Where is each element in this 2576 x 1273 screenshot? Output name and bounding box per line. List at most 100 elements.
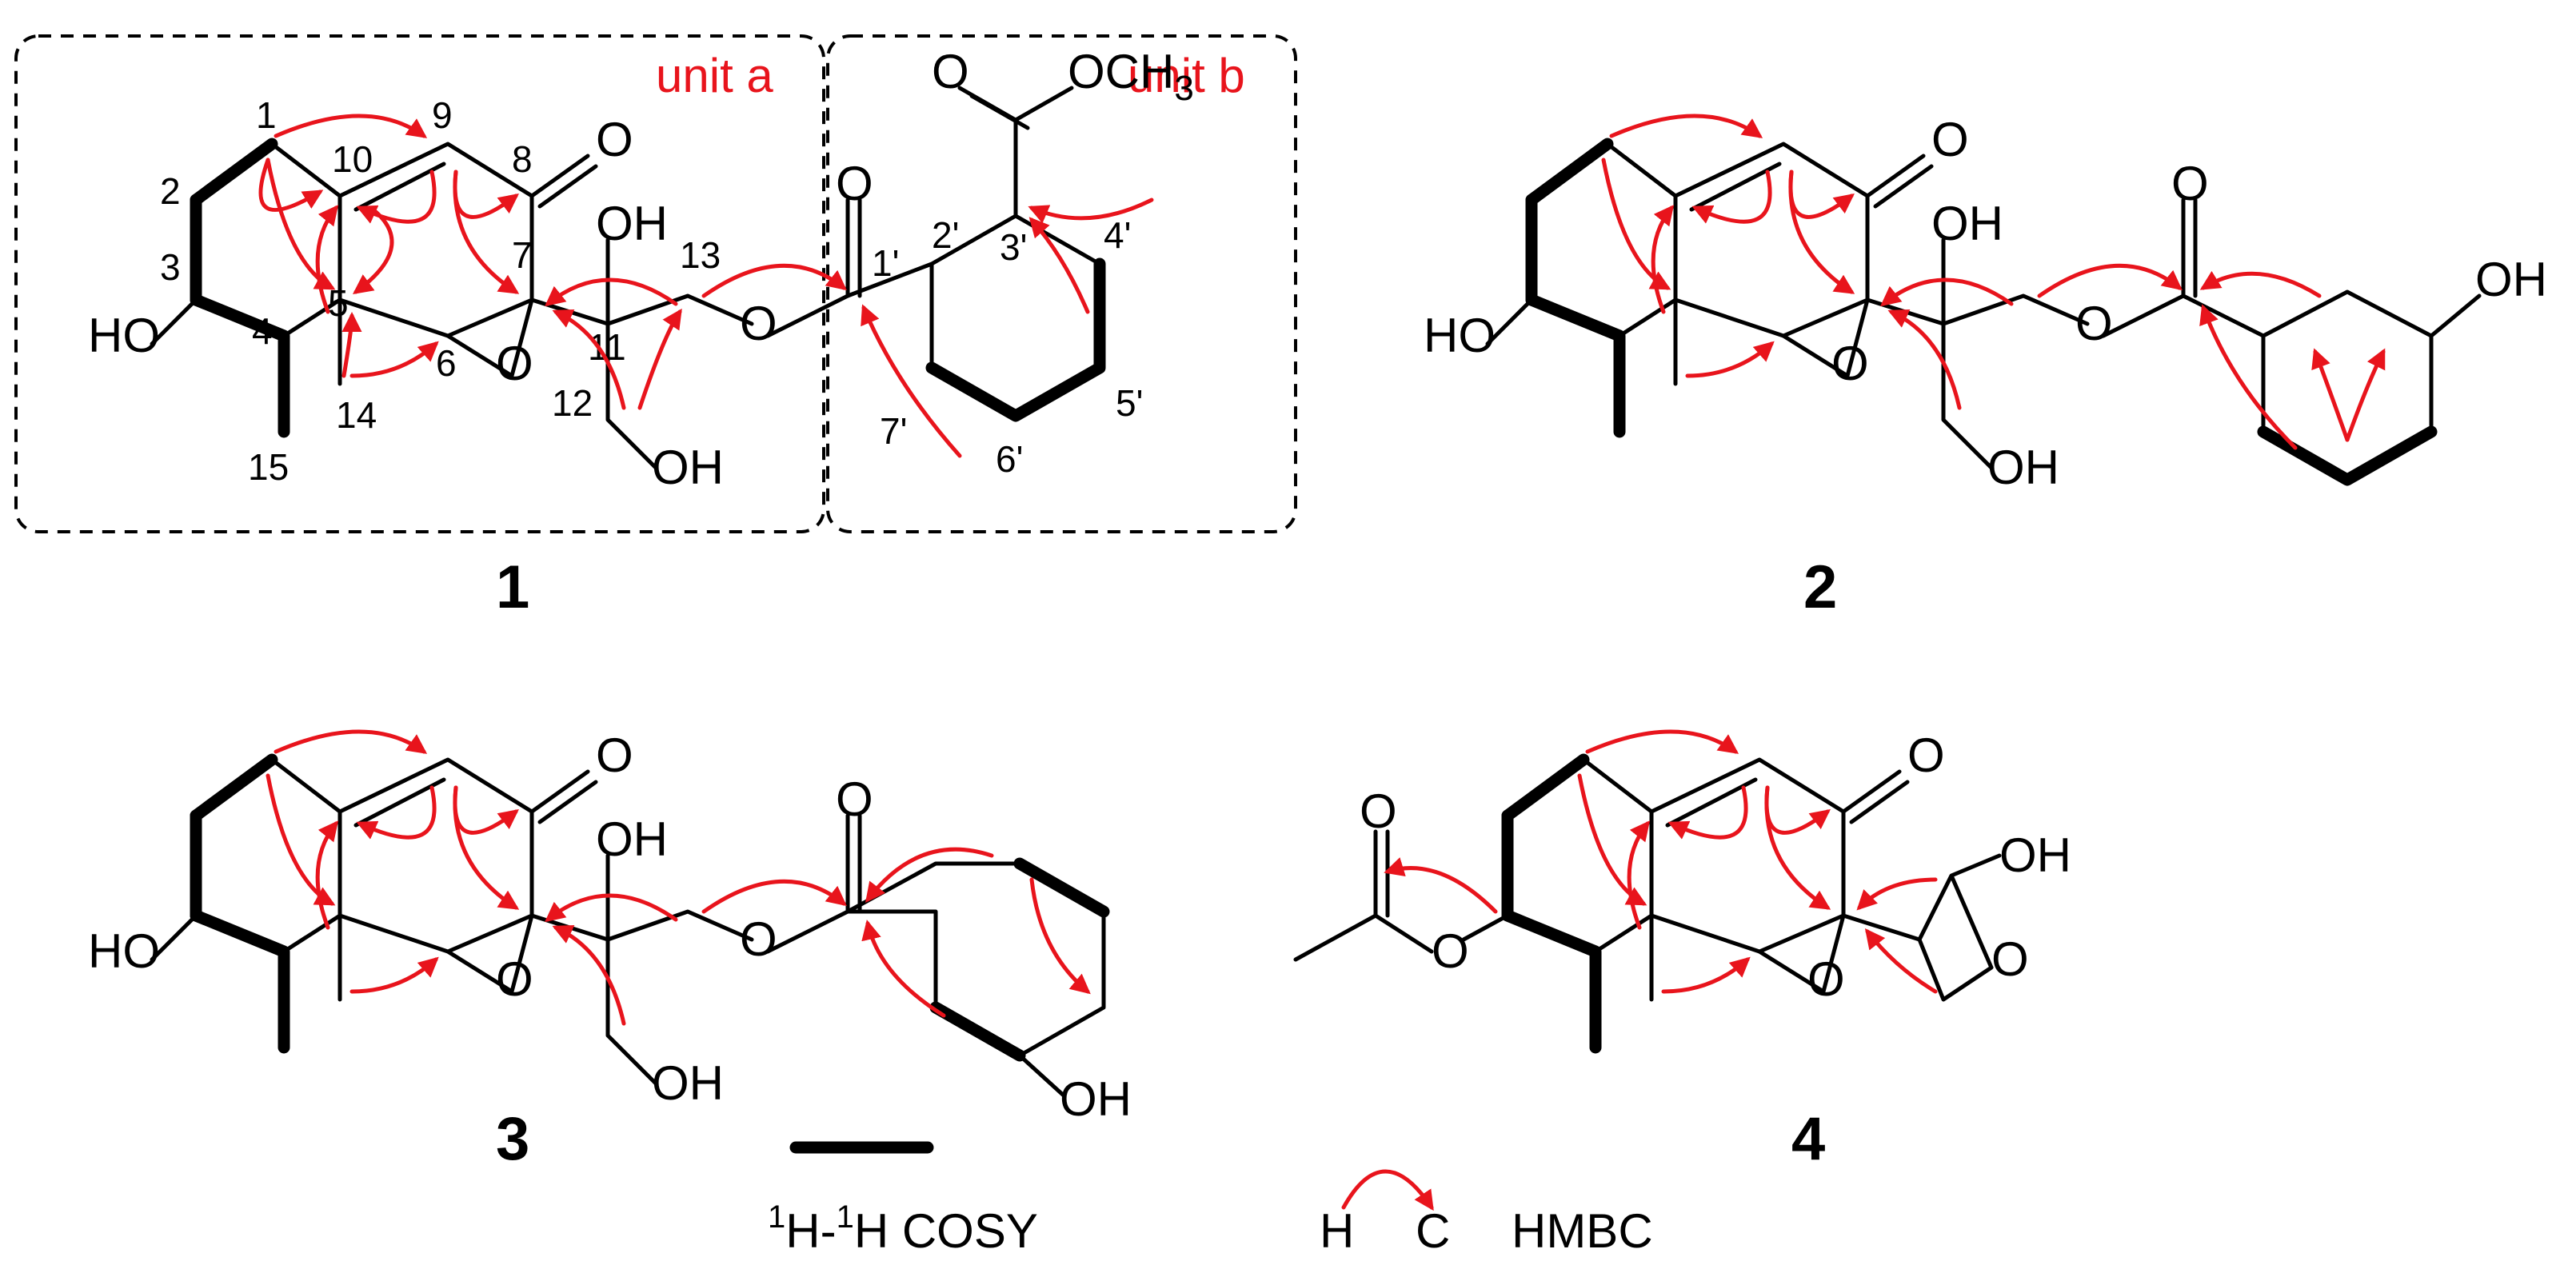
num-7p: 7' (880, 410, 907, 452)
num-10: 10 (332, 138, 373, 180)
atom-ho-3: HO (88, 924, 160, 978)
num-6p: 6' (996, 438, 1023, 480)
ring-b-bonds-3 (337, 757, 534, 954)
atom-o-4b: O (1807, 952, 1845, 1006)
side-chain (529, 293, 754, 326)
legend-hmbc: HMBC (1512, 1204, 1653, 1258)
atom-o-ester: O (740, 297, 777, 350)
unit-a-box (14, 34, 825, 533)
phenyl-2 (2181, 289, 2482, 482)
atom-oh-3a: OH (596, 812, 668, 866)
hmbc-arrows-3 (266, 729, 1091, 1026)
epoxide-6-7 (445, 297, 534, 378)
compound-3-label: 3 (496, 1105, 529, 1173)
atom-o-3a: O (596, 728, 633, 782)
atom-o-3b: O (496, 952, 533, 1006)
legend-c: C (1416, 1204, 1450, 1258)
bond-c3-oh (150, 297, 198, 346)
atom-o-4a: O (1907, 728, 1945, 782)
hmbc-arrows-1 (258, 114, 1154, 458)
legend: 1H-1H COSY H C HMBC (768, 1141, 1653, 1258)
unit-b-label: unit b (1128, 49, 1245, 102)
atom-oh-2a: OH (1931, 197, 2003, 250)
cosy-aromatic (925, 257, 1106, 422)
num-1: 1 (256, 94, 277, 136)
cosy-bond-1-2 (190, 138, 278, 206)
atom-oh-2b: OH (1987, 441, 2059, 494)
carbonyl-8 (529, 154, 590, 198)
methyl-ester (957, 86, 1074, 218)
num-12: 12 (552, 382, 593, 424)
cosy-bond-3-4-15 (190, 293, 290, 438)
num-6: 6 (436, 342, 457, 384)
atom-oh-2c: OH (2475, 253, 2547, 306)
unit-b-box (826, 34, 1297, 533)
double-bonds-2 (1689, 154, 1934, 212)
ring-b-bonds (337, 142, 534, 338)
acetate-4 (1293, 829, 1434, 962)
phenyl-3 (845, 861, 1106, 1098)
compound-1: unit a unit b O O OH OH HO O O O OCH3 (14, 34, 1297, 621)
atom-oh-3b: OH (652, 1056, 724, 1110)
legend-hmbc-arrow (1341, 1169, 1434, 1211)
hmbc-arrows-2 (1601, 114, 2386, 450)
num-7: 7 (512, 234, 533, 276)
cosy-aromatic-3 (929, 857, 1110, 1062)
double-bond-9-10 (353, 162, 446, 212)
cosy-4a (1501, 753, 1590, 822)
ring-b-bonds-4 (1649, 757, 1846, 954)
legend-cosy-label: 1H-1H COSY (768, 1199, 1038, 1258)
atom-o-4d: O (1360, 784, 1397, 838)
compound-1-label: 1 (496, 553, 529, 621)
atom-o-carbonyl: O (596, 113, 633, 166)
atom-ho-2: HO (1424, 309, 1496, 362)
hmbc-arrows-4 (1384, 729, 1938, 994)
cosy-2a (1525, 138, 1614, 206)
misc-bonds-3 (150, 913, 534, 1002)
num-3: 3 (160, 246, 181, 288)
cosy-aromatic-2 (2257, 425, 2438, 486)
cosy-3a (190, 753, 278, 822)
unit-a-label: unit a (656, 49, 773, 102)
cosy-2b (1525, 293, 1626, 438)
atom-o-3c: O (740, 912, 777, 966)
legend-h: H (1320, 1204, 1354, 1258)
compound-2: O O OH OH HO O O OH 2 (1424, 113, 2547, 621)
num-1p: 1' (872, 242, 899, 284)
ester-o-c (765, 293, 850, 338)
num-4p: 4' (1104, 214, 1131, 256)
misc-bonds-2 (1485, 297, 1870, 386)
compound-4: O O O O O OH 4 (1293, 728, 2071, 1173)
atom-o-2d: O (2171, 157, 2209, 210)
num-9: 9 (432, 94, 453, 136)
atom-o-4c: O (1432, 924, 1469, 978)
atom-o-3d: O (836, 772, 873, 826)
epoxide-side-4 (1841, 853, 2002, 1002)
atom-oh-12: OH (652, 441, 724, 494)
num-3p: 3' (1000, 226, 1027, 268)
compound-2-label: 2 (1803, 553, 1837, 621)
cosy-3b (190, 909, 290, 1054)
ester-3 (765, 813, 862, 954)
side-chain-2 (1865, 237, 2090, 470)
double-bonds-3 (353, 769, 598, 828)
atom-o-2a: O (1931, 113, 1969, 166)
atom-o-ester-carbonyl: O (836, 157, 873, 210)
misc-bonds-4 (1461, 913, 1846, 1002)
ester-2 (2101, 198, 2198, 338)
atom-oh-11: OH (596, 197, 668, 250)
compound-3: O O OH OH HO O O OH 3 (88, 728, 1132, 1173)
atom-ho-3: HO (88, 309, 160, 362)
atom-o-2c: O (2075, 297, 2113, 350)
atom-och3: OCH3 (1068, 45, 1194, 108)
num-13: 13 (680, 234, 721, 276)
atom-oh-3c: OH (1060, 1072, 1132, 1126)
num-2: 2 (160, 170, 181, 212)
num-2p: 2' (932, 214, 959, 256)
carbonyl-8-b (537, 164, 598, 209)
side-chain-3 (529, 853, 754, 1086)
num-14: 14 (336, 394, 377, 436)
atom-o-4e: O (1991, 932, 2029, 986)
atom-o-epoxide: O (496, 337, 533, 390)
